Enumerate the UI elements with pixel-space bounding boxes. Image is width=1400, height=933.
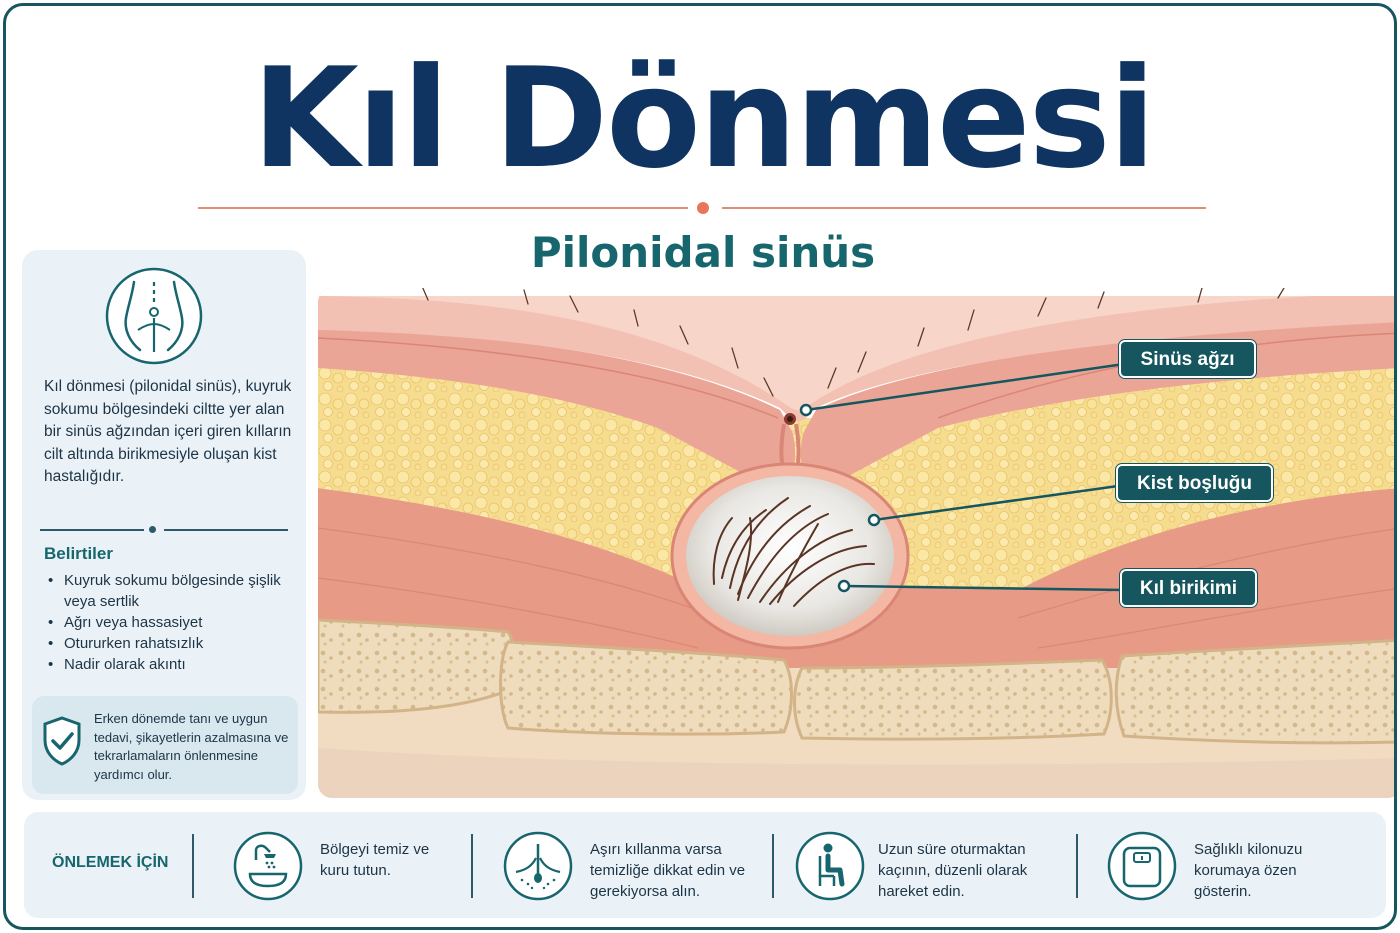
tip-text: Aşırı kıllanma varsa temizliğe dikkat ed… [590,841,746,900]
separator [471,834,473,898]
page-subtitle: Pilonidal sinüs [530,228,876,277]
note-box: Erken dönemde tanı ve uygun tedavi, şika… [32,696,298,794]
panel-divider-right [164,529,288,531]
panel-divider-left [40,529,144,531]
sitting-person-icon [795,831,865,901]
symptom-item: Nadir olarak akıntı [48,654,298,675]
infographic-frame: Kıl Dönmesi Pilonidal sinüs Kıl dönmesi … [3,3,1397,930]
prevention-bar: ÖNLEMEK İÇİN Bölgeyi temiz ve kuru tutun… [24,812,1386,918]
lower-back-body-icon [105,267,203,365]
separator [192,834,194,898]
callout-hair-accumulation: Kıl birikimi [1120,569,1257,607]
title-divider-right [722,207,1206,209]
tip-text: Uzun süre oturmaktan kaçının, düzenli ol… [878,841,1028,900]
symptom-item: Ağrı veya hassasiyet [48,612,298,633]
panel-divider-dot [149,526,156,533]
tip-text: Bölgeyi temiz ve kuru tutun. [320,841,430,879]
intro-text: Kıl dönmesi (pilonidal sinüs), kuyruk so… [44,378,292,485]
symptoms-list: Kuyruk sokumu bölgesinde şişlik veya ser… [48,570,298,675]
prevention-label: ÖNLEMEK İÇİN [52,854,169,871]
info-panel: Kıl dönmesi (pilonidal sinüs), kuyruk so… [22,250,306,800]
scale-icon [1107,831,1177,901]
separator [1076,834,1078,898]
shower-icon [233,831,303,901]
symptoms-title: Belirtiler [44,544,113,563]
page-title: Kıl Dönmesi [251,38,1156,199]
symptom-item: Kuyruk sokumu bölgesinde şişlik veya ser… [48,570,298,612]
shield-check-icon [43,716,81,766]
tip-text: Sağlıklı kilonuzu korumaya özen gösterin… [1194,841,1303,900]
skin-cross-section-illustration [318,288,1394,798]
callout-cyst-cavity: Kist boşluğu [1116,464,1273,502]
callout-sinus-mouth: Sinüs ağzı [1119,340,1256,378]
title-divider-left [198,207,688,209]
note-text: Erken dönemde tanı ve uygun tedavi, şika… [94,711,289,782]
separator [772,834,774,898]
symptom-item: Otururken rahatsızlık [48,633,298,654]
hair-follicle-icon [503,831,573,901]
title-divider-dot [697,202,709,214]
